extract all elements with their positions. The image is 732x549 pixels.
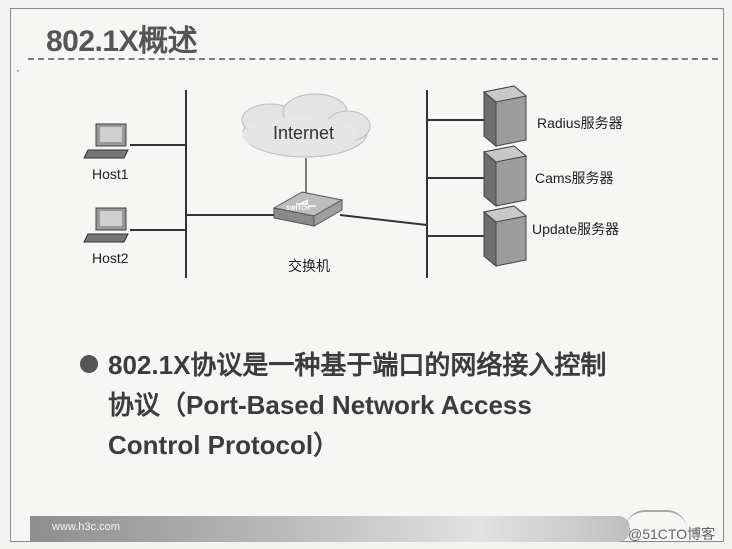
footer-url: www.h3c.com	[52, 521, 120, 533]
internet-cloud	[241, 93, 371, 158]
slide-frame	[10, 8, 724, 542]
page-curl	[625, 510, 687, 542]
title-divider	[28, 58, 718, 60]
radius-server-icon	[482, 85, 528, 148]
cams-server-label: Cams服务器	[535, 170, 614, 186]
switch-badge: SWITCH	[286, 206, 310, 212]
switch-icon	[272, 191, 344, 227]
bullet-text: 802.1X协议是一种基于端口的网络接入控制协议（Port-Based Netw…	[108, 350, 607, 460]
decorative-dot: ·	[16, 63, 20, 77]
host1-computer-icon	[83, 123, 129, 159]
update-server-label: Update服务器	[532, 221, 620, 237]
internet-label: Internet	[273, 123, 335, 143]
cams-server-icon	[482, 145, 528, 208]
bullet-marker	[80, 355, 98, 373]
update-server-icon	[482, 205, 528, 268]
host2-computer-icon	[83, 207, 129, 243]
slide-title: 802.1X概述	[46, 25, 198, 58]
switch-right-link	[339, 214, 428, 226]
watermark: @51CTO博客	[628, 526, 716, 542]
footer-band	[30, 516, 630, 542]
switch-label: 交换机	[288, 258, 330, 274]
radius-server-label: Radius服务器	[537, 115, 623, 131]
host1-label: Host1	[92, 166, 129, 182]
host2-label: Host2	[92, 250, 129, 266]
